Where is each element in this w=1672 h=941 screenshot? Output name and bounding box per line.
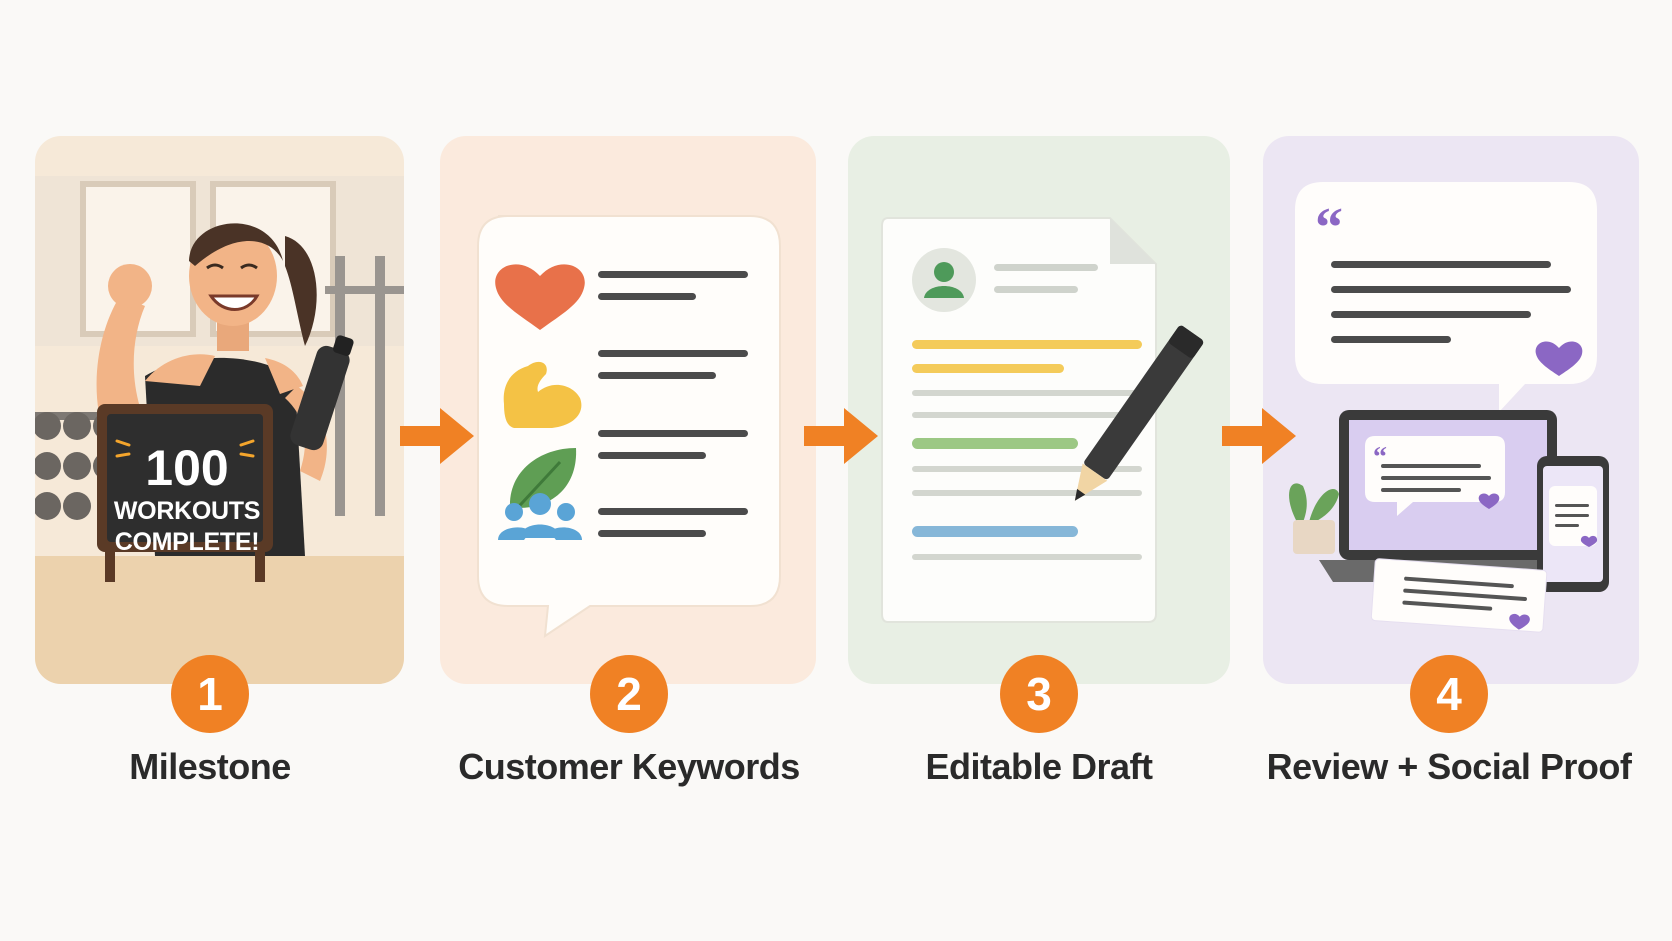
heart-icon-purple bbox=[1535, 341, 1583, 376]
step-3-badge: 3 bbox=[1000, 655, 1078, 733]
milestone-card bbox=[35, 136, 404, 684]
avatar-icon bbox=[912, 248, 976, 312]
phone-icon bbox=[1537, 456, 1609, 592]
quote-icon: “ bbox=[1315, 197, 1343, 259]
step-2-badge: 2 bbox=[590, 655, 668, 733]
step-3-label: Editable Draft bbox=[925, 746, 1153, 787]
flexed-arm-icon bbox=[503, 361, 582, 428]
step-2-label: Customer Keywords bbox=[458, 746, 800, 787]
draft-illustration bbox=[881, 217, 1204, 623]
svg-text:“: “ bbox=[1373, 442, 1387, 473]
review-illustration: “ “ bbox=[1289, 182, 1609, 633]
step-1-label: Milestone bbox=[129, 746, 291, 787]
heart-icon bbox=[495, 264, 585, 330]
step-1-badge: 1 bbox=[171, 655, 249, 733]
arrow-right-icon bbox=[1222, 408, 1296, 464]
arrow-right-icon bbox=[804, 408, 878, 464]
keywords-card bbox=[440, 136, 816, 684]
keywords-illustration bbox=[477, 215, 781, 639]
review-card: “ “ bbox=[1263, 136, 1639, 684]
arrow-2-to-3 bbox=[804, 404, 882, 468]
arrow-3-to-4 bbox=[1222, 404, 1300, 468]
milestone-sign bbox=[97, 404, 273, 582]
milestone-illustration bbox=[35, 176, 404, 684]
arrow-right-icon bbox=[400, 408, 474, 464]
milestone-line-2: COMPLETE! bbox=[114, 528, 260, 556]
milestone-sign-text: 100 WORKOUTS COMPLETE! bbox=[92, 440, 282, 558]
milestone-line-1: WORKOUTS bbox=[113, 497, 261, 525]
draft-card bbox=[848, 136, 1230, 684]
step-4-badge: 4 bbox=[1410, 655, 1488, 733]
plant-icon bbox=[1289, 483, 1339, 554]
arrow-1-to-2 bbox=[400, 404, 478, 468]
pencil-icon bbox=[1074, 325, 1204, 501]
people-icon bbox=[498, 493, 582, 540]
step-4-label: Review + Social Proof bbox=[1266, 746, 1632, 787]
milestone-count: 100 bbox=[145, 440, 229, 496]
